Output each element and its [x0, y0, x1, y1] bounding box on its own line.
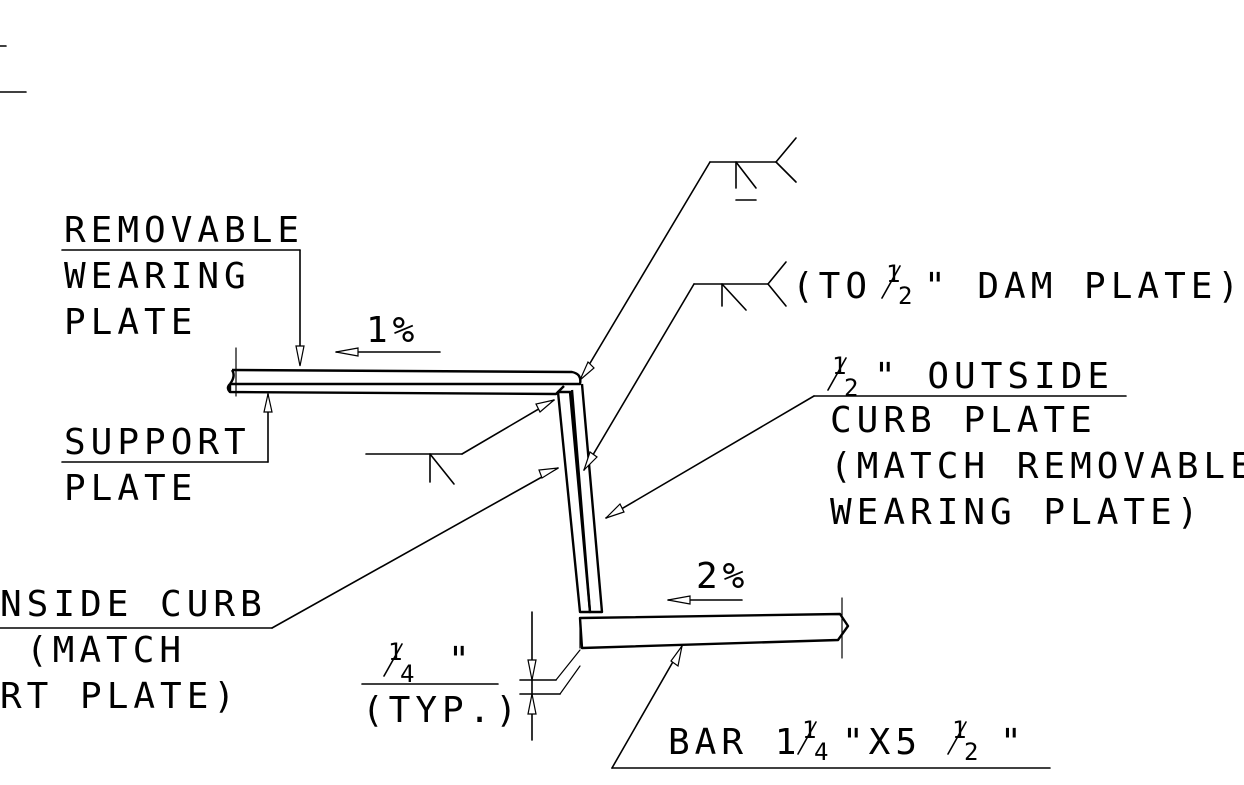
dam-denominator: 2 — [898, 282, 912, 310]
top-slope-label: 1% — [366, 310, 419, 351]
bar-numerator-1: 1 — [802, 716, 816, 744]
top-left-fragment — [0, 45, 27, 93]
support-label-2: PLATE — [64, 468, 197, 509]
outside-label-4: WEARING PLATE) — [830, 492, 1203, 533]
bar-mid: "X5 — [842, 722, 922, 763]
dam-suffix: " DAM PLATE) — [924, 266, 1244, 307]
support-label-1: SUPPORT — [64, 422, 251, 463]
inside-curb-plate-callout: NSIDE CURB (MATCH RT PLATE) — [0, 467, 559, 717]
inside-label-1: NSIDE CURB — [0, 584, 267, 625]
wearing-plate — [229, 368, 582, 386]
removable-wearing-plate-callout: REMOVABLE WEARING PLATE — [61, 210, 305, 367]
top-slope-callout: 1% — [335, 310, 441, 357]
inside-label-2: (MATCH — [26, 630, 186, 671]
removable-label-2: WEARING — [64, 256, 251, 297]
outside-label-2: CURB PLATE — [830, 400, 1097, 441]
bar-denominator-2: 2 — [964, 738, 978, 766]
support-plate-callout: SUPPORT PLATE — [61, 393, 273, 509]
top-weld-symbol — [579, 137, 797, 381]
outside-label-3: (MATCH REMOVABLE — [830, 446, 1244, 487]
gap-typ: (TYP.) — [362, 690, 522, 731]
outside-numerator: 1 — [832, 352, 846, 380]
outside-curb-plate-callout: 1 2 " OUTSIDE CURB PLATE (MATCH REMOVABL… — [605, 352, 1244, 533]
inside-weld-symbol — [365, 399, 555, 485]
gap-denominator: 4 — [400, 660, 414, 688]
bar-numerator-2: 1 — [952, 716, 966, 744]
dam-prefix: (TO — [792, 266, 872, 307]
gap-numerator: 1 — [388, 638, 402, 666]
bar-denominator-1: 4 — [814, 738, 828, 766]
outside-label-1: " OUTSIDE — [874, 356, 1114, 397]
bottom-slope-label: 2% — [696, 556, 749, 597]
outside-denominator: 2 — [844, 374, 858, 402]
dam-plate-weld-callout: (TO 1 2 " DAM PLATE) — [583, 260, 1244, 471]
gap-dimension: 1 4 " (TYP.) — [361, 611, 581, 741]
bar-plate — [578, 597, 850, 659]
bottom-slope-callout: 2% — [667, 556, 749, 605]
gap-inch: " — [448, 640, 475, 681]
removable-label-1: REMOVABLE — [64, 210, 304, 251]
outside-curb-plate — [570, 383, 604, 614]
bar-suffix: " — [1000, 722, 1027, 763]
support-plate — [226, 383, 565, 396]
dam-numerator: 1 — [886, 260, 900, 288]
removable-label-3: PLATE — [64, 302, 197, 343]
bar-prefix: BAR 1 — [668, 722, 801, 763]
inside-label-3: RT PLATE) — [0, 676, 240, 717]
bar-callout: BAR 1 1 4 "X5 1 2 " — [611, 645, 1051, 769]
